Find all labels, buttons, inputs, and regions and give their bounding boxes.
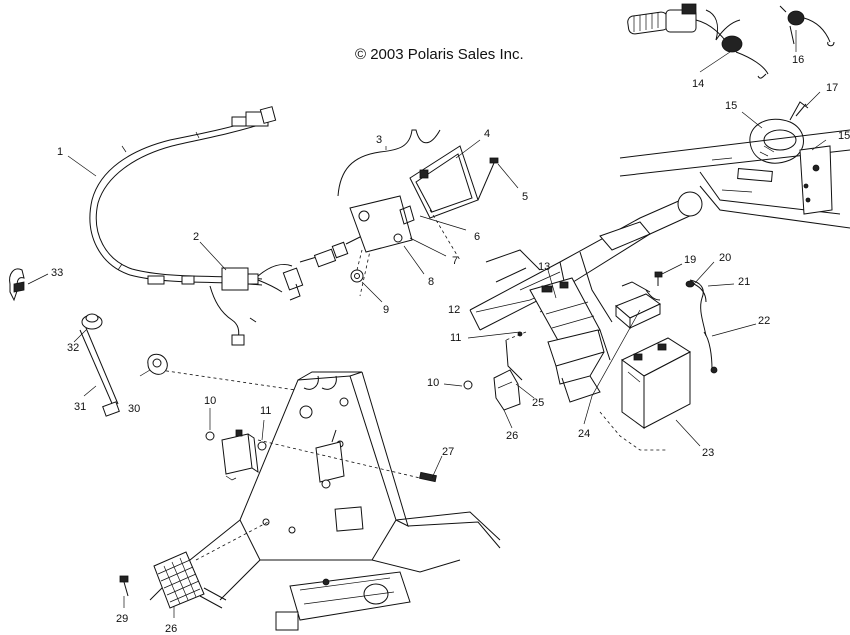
callout-27: 27 <box>442 446 455 458</box>
leader-lines <box>27 30 827 618</box>
harness-connectors <box>299 231 373 297</box>
ignition-module <box>205 429 267 481</box>
callout-12: 12 <box>448 304 461 316</box>
callout-3: 3 <box>376 134 383 146</box>
callout-25: 25 <box>532 397 545 409</box>
battery-cable <box>645 279 718 374</box>
callout-10-panel: 10 <box>204 395 217 407</box>
callout-33: 33 <box>51 267 64 279</box>
long-bolt <box>257 439 437 483</box>
callout-7: 7 <box>452 255 459 267</box>
mounting-bracket <box>463 331 523 411</box>
callout-24: 24 <box>578 428 591 440</box>
callout-1: 1 <box>57 146 64 158</box>
callout-8: 8 <box>428 276 435 288</box>
nut <box>350 249 364 283</box>
callout-16: 16 <box>792 54 805 66</box>
screw <box>477 157 499 201</box>
grommet <box>147 353 168 375</box>
callout-19: 19 <box>684 254 697 266</box>
clip <box>9 268 25 302</box>
battery-pad <box>615 281 661 330</box>
callout-26-bracket: 26 <box>506 430 519 442</box>
callout-22: 22 <box>758 315 771 327</box>
lower-frame <box>149 511 501 631</box>
callout-31: 31 <box>74 401 87 413</box>
callout-6: 6 <box>474 231 481 243</box>
callout-15-frame: 15 <box>838 130 850 142</box>
battery <box>621 337 691 429</box>
callout-11-bracket: 11 <box>450 332 462 344</box>
cap <box>81 313 103 330</box>
callout-5: 5 <box>522 191 529 203</box>
callout-26-regulator: 26 <box>165 623 178 635</box>
electrical-mounting-panel <box>239 371 461 573</box>
callout-29: 29 <box>116 613 129 625</box>
lamp-socket <box>349 195 415 253</box>
callout-11-panel: 11 <box>260 405 272 417</box>
handlebar-switch <box>627 3 835 79</box>
callout-21: 21 <box>738 276 751 288</box>
callout-17: 17 <box>826 82 839 94</box>
cable-tie <box>79 327 120 417</box>
horn <box>749 101 809 164</box>
wiring-harness <box>89 106 277 346</box>
frame-arm <box>469 191 703 361</box>
callout-brace <box>337 129 441 197</box>
voltage-regulator <box>153 521 269 609</box>
battery-tray <box>529 277 605 403</box>
callout-32: 32 <box>67 342 80 354</box>
callout-20: 20 <box>719 252 732 264</box>
callout-14: 14 <box>692 78 705 90</box>
callout-9: 9 <box>383 304 390 316</box>
callout-13: 13 <box>538 261 551 273</box>
callout-30: 30 <box>128 403 141 415</box>
copyright-notice: © 2003 Polaris Sales Inc. <box>355 46 524 63</box>
callout-23: 23 <box>702 447 715 459</box>
tail-light-lens <box>409 145 479 219</box>
callout-4: 4 <box>484 128 491 140</box>
voltage-sensor <box>315 429 345 489</box>
callout-15-horn: 15 <box>725 100 738 112</box>
callout-10-bracket: 10 <box>427 377 440 389</box>
mounting-screw <box>119 575 129 597</box>
battery-bolt <box>654 271 663 286</box>
callout-2: 2 <box>193 231 200 243</box>
relay <box>221 263 304 301</box>
frame-tube <box>619 129 850 229</box>
